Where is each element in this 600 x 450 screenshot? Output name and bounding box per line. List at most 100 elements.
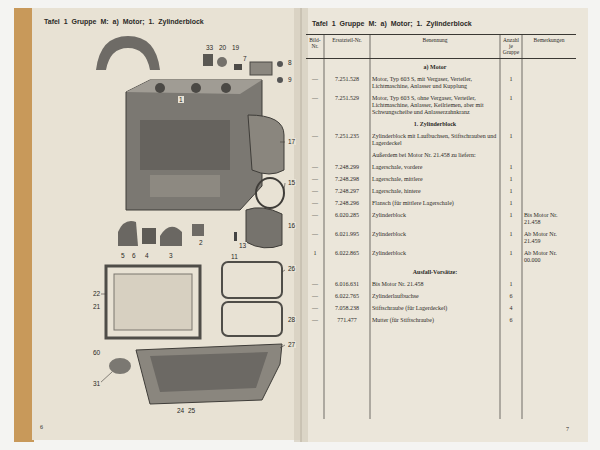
callout-number: 11 (230, 253, 239, 260)
callout-number: 1 (178, 96, 184, 103)
leader-line (280, 345, 285, 348)
table-row: —771.477Mutter (für Stiftschraube)6 (306, 312, 576, 324)
table-row: —6.016.631Bis Motor Nr. 21.4581 (306, 276, 576, 288)
callout-number: 21 (92, 303, 101, 310)
gasket-part (250, 62, 272, 75)
callout-number: 4 (144, 252, 150, 259)
frame-inner (114, 274, 192, 330)
table-cell: 1 (500, 231, 522, 245)
callout-number: 24 (176, 407, 185, 414)
table-cell: — (306, 188, 324, 195)
gasket (222, 262, 282, 298)
table-cell: a) Motor (370, 64, 500, 71)
table-cell: 6.022.865 (324, 250, 370, 264)
table-cell: Motor, Typ 603 S, ohne Vergaser, Verteil… (370, 95, 500, 116)
table-row: —7.248.298Lagerschale, mittlere1 (306, 171, 576, 183)
table-row: —7.058.238Stiftschraube (für Lagerdeckel… (306, 300, 576, 312)
table-cell: — (306, 200, 324, 207)
bore (221, 83, 231, 93)
bolt (277, 61, 283, 67)
stud (234, 232, 237, 241)
bearing-cap (142, 228, 156, 244)
leader-line (284, 183, 285, 190)
small-part (192, 224, 204, 236)
timing-cover (246, 208, 282, 248)
table-cell: — (306, 176, 324, 183)
table-cell: Ausfall-Vorsätze: (370, 269, 500, 276)
leader-line (282, 270, 285, 272)
bolt (277, 77, 283, 83)
side-cover (248, 115, 284, 174)
callout-number: 5 (120, 252, 126, 259)
table-cell: 6.021.995 (324, 231, 370, 245)
page-number: 6 (40, 424, 43, 430)
table-cell: 7.248.297 (324, 188, 370, 195)
callout-number: 22 (92, 290, 101, 297)
table-cell: 1. Zylinderblock (370, 121, 500, 128)
table-cell: 1 (500, 95, 522, 116)
callout-number: 8 (287, 59, 293, 66)
table-row: —7.248.299Lagerschale, vordere1 (306, 159, 576, 171)
table-cell: Zylinderblock mit Laufbuchsen, Stiftschr… (370, 133, 500, 147)
column-header: Anzahl je Gruppe (500, 37, 522, 55)
callout-number: 25 (187, 407, 196, 414)
callout-number: 60 (92, 349, 101, 356)
table-rules (306, 34, 576, 419)
page-header: Tafel 1 Gruppe M: a) Motor; 1. Zylinderb… (44, 18, 204, 25)
table-row: Außerdem bei Motor Nr. 21.458 zu liefern… (306, 147, 576, 159)
table-cell: — (306, 317, 324, 324)
bearing-cap (118, 221, 138, 246)
table-cell: Mutter (für Stiftschraube) (370, 317, 500, 324)
callout-number: 17 (287, 138, 296, 145)
table-cell: — (306, 212, 324, 226)
table-cell: 6 (500, 293, 522, 300)
table-cell: Lagerschale, mittlere (370, 176, 500, 183)
table-cell: 6.020.285 (324, 212, 370, 226)
callout-number: 31 (92, 380, 101, 387)
column-header: Bild-Nr. (306, 37, 324, 55)
small-part (203, 54, 213, 66)
page-header: Tafel 1 Gruppe M: a) Motor; 1. Zylinderb… (312, 20, 472, 27)
table-row: —6.020.285Zylinderblock1Bis Motor Nr. 21… (306, 207, 576, 226)
table-cell: — (306, 281, 324, 288)
bore (191, 83, 201, 93)
table-cell: — (306, 76, 324, 90)
left-page (32, 8, 302, 440)
table-row: —6.021.995Zylinderblock1Ab Motor Nr. 21.… (306, 226, 576, 245)
table-cell: Zylinderblock (370, 231, 500, 245)
callout-number: 2 (198, 239, 204, 246)
callout-number: 28 (287, 316, 296, 323)
table-cell: 7.248.296 (324, 200, 370, 207)
table-cell: Bis Motor Nr. 21.458 (370, 281, 500, 288)
oil-pan-inner (150, 352, 268, 392)
table-row: —7.248.296Flansch (für mittlere Lagersch… (306, 195, 576, 207)
table-cell: 7.248.298 (324, 176, 370, 183)
callout-number: 33 (205, 44, 214, 51)
spine (301, 8, 302, 442)
table-cell: 6.016.631 (324, 281, 370, 288)
table-cell: Zylinderblock (370, 250, 500, 264)
table-cell: Bis Motor Nr. 21.458 (522, 212, 576, 226)
right-page (300, 8, 588, 442)
leader-line (280, 142, 285, 143)
leader-line (100, 372, 112, 383)
small-part (217, 57, 227, 67)
table-cell: 1 (500, 281, 522, 288)
table-cell: Lagerschale, hintere (370, 188, 500, 195)
table-cell: 1 (306, 250, 324, 264)
table-row: —7.248.297Lagerschale, hintere1 (306, 183, 576, 195)
table-cell: Flansch (für mittlere Lagerschale) (370, 200, 500, 207)
binding (14, 8, 34, 442)
column-header: Benennung (370, 37, 500, 55)
table-cell: Stiftschraube (für Lagerdeckel) (370, 305, 500, 312)
table-cell: 4 (500, 305, 522, 312)
table-row: Ausfall-Vorsätze: (306, 264, 576, 276)
table-row: —7.251.529Motor, Typ 603 S, ohne Vergase… (306, 90, 576, 116)
table-header-row: Bild-Nr.Ersatzteil-Nr.BenennungAnzahl je… (306, 34, 576, 59)
table-cell: 7.248.299 (324, 164, 370, 171)
table-row: —7.251.235Zylinderblock mit Laufbuchsen,… (306, 128, 576, 147)
block-side (140, 120, 230, 170)
table-cell: Motor, Typ 603 S, mit Vergaser, Verteile… (370, 76, 500, 90)
table-cell: 1 (500, 133, 522, 147)
